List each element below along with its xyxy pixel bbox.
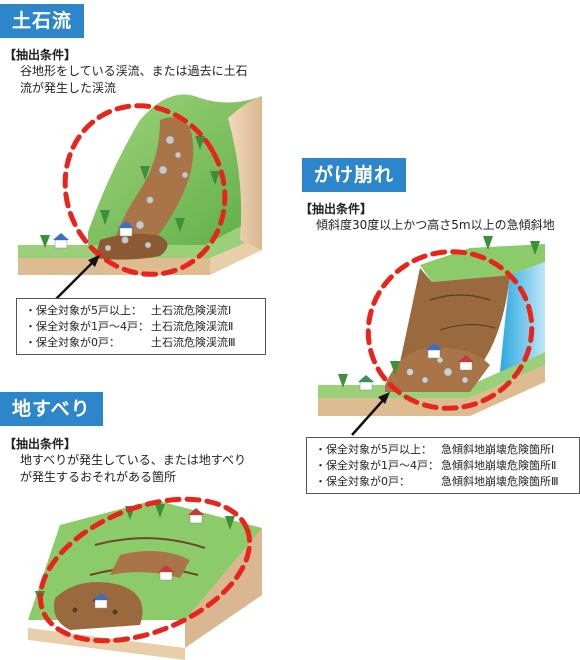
debris-flow-legend-row: ・保全対象が0戸：土石流危険渓流Ⅲ [25,336,236,349]
debris-flow-condition-heading: 【抽出条件】 [4,48,77,62]
slope-failure-legend-row: ・保全対象が1戸～4戸：急傾斜地崩壊危険箇所Ⅱ [315,459,557,472]
landslide-condition-heading: 【抽出条件】 [4,437,77,451]
landslide-condition-line: 地すべりが発生している、または地すべり [20,453,246,467]
slope-failure-condition-text: 傾斜度30度以上かつ高さ5m以上の急傾斜地 [316,217,555,234]
debris-flow-condition-line: 流が発生した渓流 [20,81,117,95]
debris-flow-title: 土石流 [0,4,85,38]
slope-failure-legend-box: ・保全対象が5戸以上：急傾斜地崩壊危険箇所Ⅰ ・保全対象が1戸～4戸：急傾斜地崩… [306,437,580,494]
debris-flow-legend-row: ・保全対象が1戸～4戸：土石流危険渓流Ⅱ [25,320,234,333]
debris-flow-legend-box: ・保全対象が5戸以上：土石流危険渓流Ⅰ ・保全対象が1戸～4戸：土石流危険渓流Ⅱ… [16,298,266,355]
slope-failure-condition-line: 傾斜度30度以上かつ高さ5m以上の急傾斜地 [316,218,555,232]
slope-failure-title: がけ崩れ [302,158,407,192]
landslide-condition-text: 地すべりが発生している、または地すべり が発生するおそれがある箇所 [20,452,246,486]
landslide-title: 地すべり [0,392,103,426]
slope-failure-legend-row: ・保全対象が5戸以上：急傾斜地崩壊危険箇所Ⅰ [315,443,555,456]
slope-failure-arrow [351,392,390,436]
debris-flow-illustration [18,94,262,277]
landslide-illustration [28,496,262,660]
debris-flow-arrow [54,255,100,301]
debris-flow-legend-row: ・保全対象が5戸以上：土石流危険渓流Ⅰ [25,304,232,317]
slope-failure-illustration [318,236,545,416]
debris-flow-condition-text: 谷地形をしている渓流、または過去に土石 流が発生した渓流 [20,63,248,97]
slope-failure-legend-row: ・保全対象が0戸：急傾斜地崩壊危険箇所Ⅲ [315,475,559,488]
debris-flow-condition-line: 谷地形をしている渓流、または過去に土石 [20,64,248,78]
landslide-condition-line: が発生するおそれがある箇所 [20,470,177,484]
slope-failure-condition-heading: 【抽出条件】 [300,202,373,216]
